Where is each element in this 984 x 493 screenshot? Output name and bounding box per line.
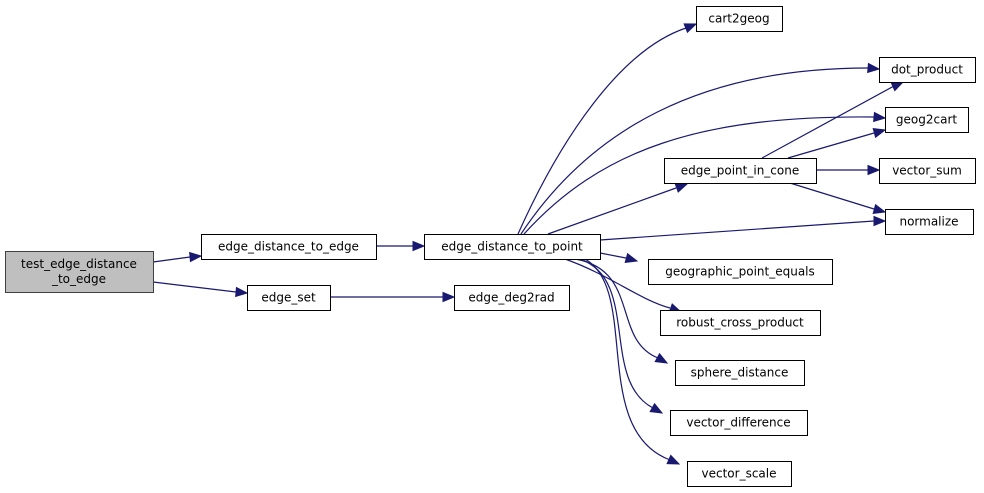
edge-line [547, 187, 677, 235]
node-label: edge_set [261, 291, 316, 305]
node-sphere-distance[interactable]: sphere_distance [675, 360, 805, 386]
node-label: dot_product [891, 63, 963, 77]
arrowhead-icon [654, 352, 669, 364]
node-label: vector_scale [702, 467, 777, 481]
edge-edge_point_in_cone-to-vector_sum [816, 164, 881, 176]
node-box[interactable] [885, 209, 974, 235]
edge-test_edge_distance_to_edge-to-edge_set [152, 281, 249, 298]
node-normalize[interactable]: normalize [885, 209, 974, 235]
arrowhead-icon [442, 291, 456, 303]
edge-edge_distance_to_point-to-geog2cart [523, 111, 887, 235]
edge-edge_distance_to_point-to-geographic_point_equals [599, 252, 639, 264]
arrowhead-icon [867, 164, 881, 176]
edge-edge_distance_to_point-to-vector_scale [584, 258, 681, 465]
arrowhead-icon [890, 81, 905, 92]
node-edge-point-in-cone[interactable]: edge_point_in_cone [664, 158, 817, 184]
nodes-layer: test_edge_distance_to_edge edge_distance_… [5, 6, 976, 487]
node-box[interactable] [5, 251, 154, 293]
arrowhead-icon [872, 127, 887, 139]
edge-edge_distance_to_point-to-normalize [599, 215, 887, 241]
node-geog2cart[interactable]: geog2cart [885, 107, 969, 133]
edges-layer [152, 23, 905, 465]
node-edge-distance-to-edge[interactable]: edge_distance_to_edge [201, 234, 377, 260]
edge-line [520, 67, 869, 235]
node-vector-sum[interactable]: vector_sum [879, 158, 976, 184]
node-box[interactable] [670, 410, 808, 436]
edge-edge_point_in_cone-to-geog2cart [787, 127, 887, 159]
node-label: test_edge_distance [21, 257, 137, 271]
node-box[interactable] [664, 158, 817, 184]
arrowhead-icon [412, 240, 426, 252]
edge-edge_distance_to_point-to-dot_product [520, 62, 881, 235]
edge-line [599, 220, 875, 241]
edge-test_edge_distance_to_edge-to-edge_distance_to_edge [152, 251, 203, 263]
node-box[interactable] [424, 234, 601, 260]
node-box[interactable] [879, 158, 976, 184]
arrowhead-icon [624, 252, 639, 264]
node-box[interactable] [885, 107, 969, 133]
arrowhead-icon [189, 251, 203, 263]
edge-line [564, 258, 671, 309]
edge-line [517, 27, 687, 235]
edge-line [599, 252, 627, 259]
node-label: edge_deg2rad [468, 291, 554, 305]
edge-edge_distance_to_point-to-edge_point_in_cone [547, 183, 689, 235]
edge-edge_point_in_cone-to-normalize [789, 182, 887, 215]
node-box[interactable] [648, 259, 833, 285]
node-edge-deg2rad[interactable]: edge_deg2rad [454, 285, 570, 311]
arrowhead-icon [873, 111, 887, 123]
edge-line [787, 132, 875, 159]
edge-edge_distance_to_edge-to-edge_distance_to_point [376, 240, 426, 252]
edge-line [152, 256, 191, 263]
edge-line [584, 258, 671, 461]
node-box[interactable] [660, 310, 821, 336]
node-label: vector_sum [892, 164, 962, 178]
node-robust-cross-product[interactable]: robust_cross_product [660, 310, 821, 336]
node-geographic-point-equals[interactable]: geographic_point_equals [648, 259, 833, 285]
edge-line [761, 85, 895, 159]
edge-line [523, 116, 875, 235]
node-label: robust_cross_product [676, 316, 804, 330]
arrowhead-icon [872, 203, 887, 215]
node-label: sphere_distance [691, 366, 789, 380]
node-box[interactable] [201, 234, 377, 260]
node-dot-product[interactable]: dot_product [879, 57, 976, 83]
node-box[interactable] [675, 360, 805, 386]
arrowhead-icon [649, 402, 664, 414]
node-label: _to_edge [51, 272, 106, 286]
arrowhead-icon [674, 183, 689, 193]
node-label: cart2geog [708, 12, 769, 26]
node-label: geog2cart [896, 113, 957, 127]
arrowhead-icon [873, 215, 887, 227]
node-vector-scale[interactable]: vector_scale [687, 461, 792, 487]
edge-line [579, 258, 654, 409]
arrowhead-icon [867, 62, 881, 74]
node-label: edge_distance_to_edge [218, 240, 359, 254]
arrowhead-icon [666, 454, 681, 465]
node-cart2geog[interactable]: cart2geog [696, 6, 783, 32]
node-box[interactable] [687, 461, 792, 487]
node-box[interactable] [879, 57, 976, 83]
node-label: geographic_point_equals [665, 265, 815, 279]
edge-edge_distance_to_point-to-cart2geog [517, 23, 698, 235]
node-label: vector_difference [686, 416, 790, 430]
node-box[interactable] [696, 6, 783, 32]
node-edge-distance-to-point[interactable]: edge_distance_to_point [424, 234, 601, 260]
arrowhead-icon [235, 286, 249, 298]
edge-line [152, 281, 237, 293]
node-box[interactable] [247, 285, 331, 311]
node-box[interactable] [454, 285, 570, 311]
node-edge-set[interactable]: edge_set [247, 285, 331, 311]
node-test-edge-distance-to-edge[interactable]: test_edge_distance_to_edge [5, 251, 154, 293]
edge-edge_set-to-edge_deg2rad [330, 291, 456, 303]
node-label: edge_point_in_cone [681, 164, 799, 178]
node-vector-difference[interactable]: vector_difference [670, 410, 808, 436]
edge-line [789, 182, 875, 210]
node-label: normalize [899, 215, 958, 229]
arrowhead-icon [683, 23, 698, 34]
node-label: edge_distance_to_point [441, 240, 583, 254]
